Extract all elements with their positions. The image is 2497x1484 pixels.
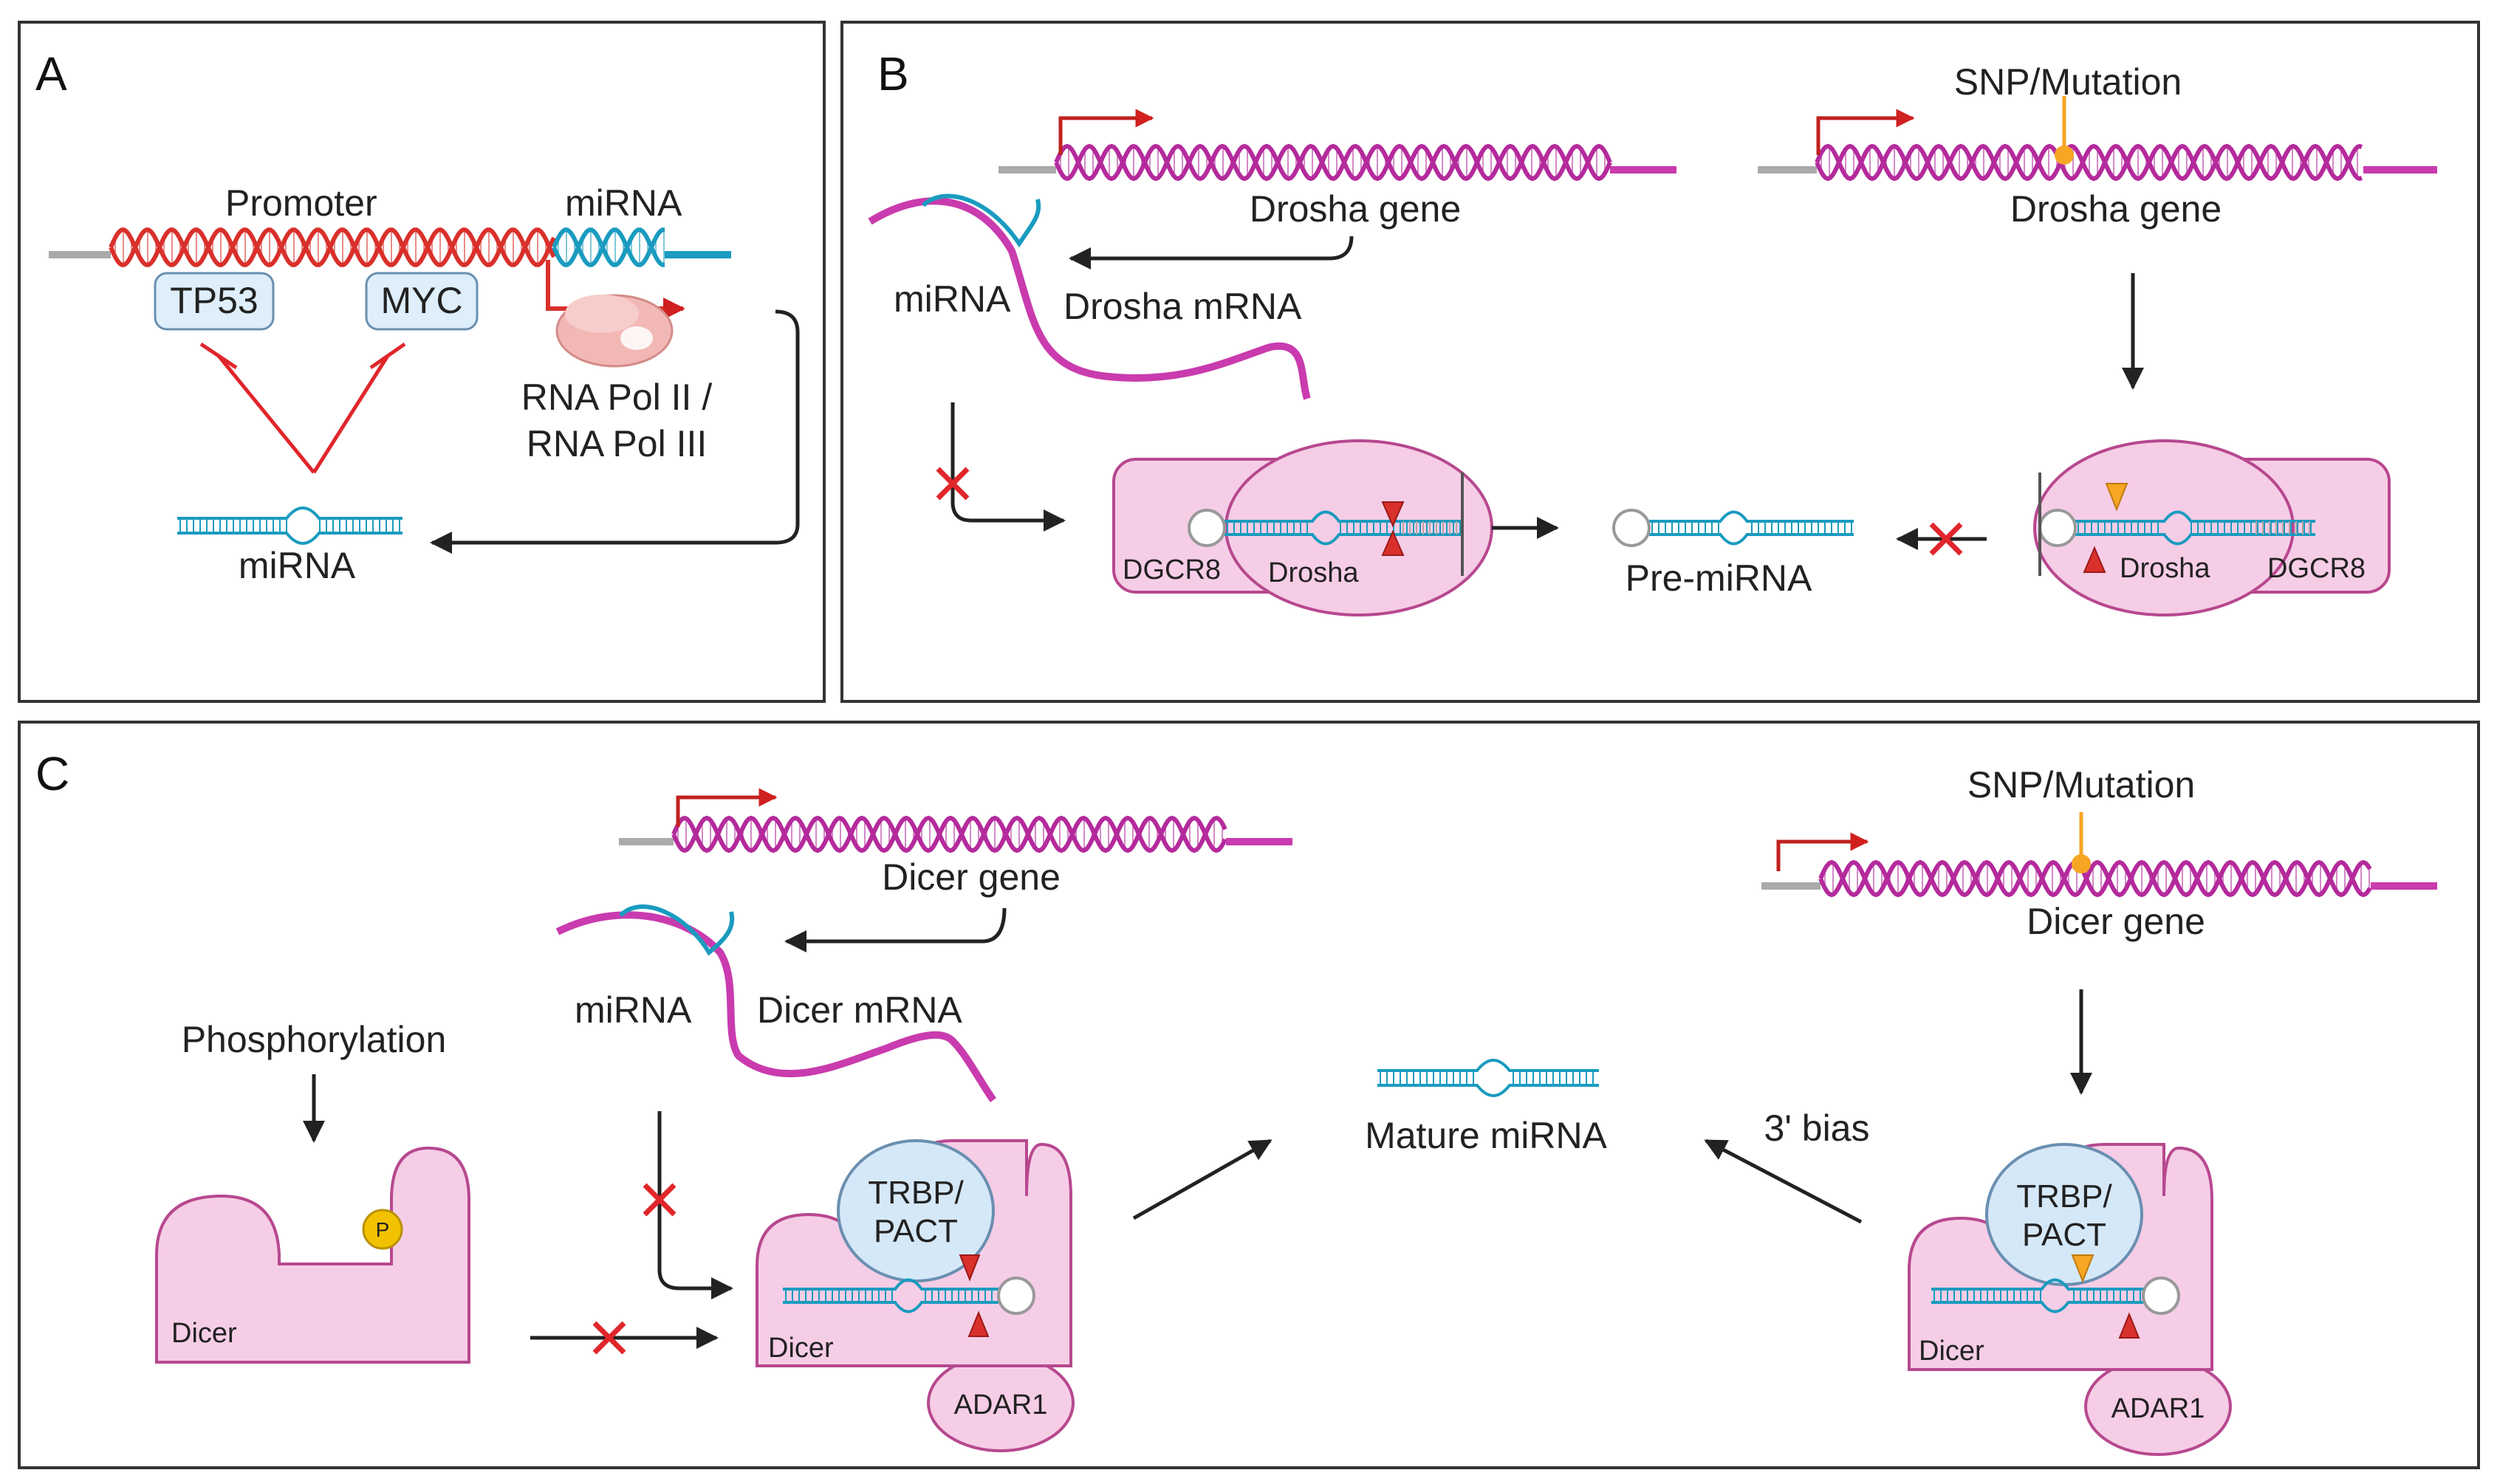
trbp-right-line1: TRBP/ <box>2016 1178 2112 1215</box>
cut-mark-top-dicer-left <box>959 1254 981 1282</box>
tp53-box <box>154 272 275 331</box>
promoter-label: Promoter <box>225 182 377 224</box>
drosha-tss-left <box>1058 109 1154 155</box>
snp-label-b: SNP/Mutation <box>1954 61 2182 103</box>
block-mark-b <box>936 467 970 501</box>
polymerase-line2: RNA Pol III <box>527 423 708 464</box>
promoter-dna-helix <box>109 227 556 267</box>
trbp-right-line2: PACT <box>2022 1217 2106 1253</box>
bias-label: 3' bias <box>1764 1107 1870 1149</box>
dicer-tss-left <box>676 788 778 827</box>
panel-b-border <box>840 21 2480 703</box>
trbp-right-body <box>1985 1143 2143 1286</box>
drosha-gene-helix-right <box>1815 143 2363 182</box>
phospho-mark: P <box>376 1218 390 1241</box>
dicer-tss-right <box>1776 832 1869 871</box>
snp-cut-mark-top-right <box>2105 483 2128 512</box>
drosha-left-label: Drosha <box>1268 557 1359 588</box>
blocked-arrow-mrna <box>657 1111 733 1299</box>
myc-box <box>365 272 479 331</box>
dicer-gene-helix-right <box>1818 859 2372 898</box>
drosha-mrna-label: Drosha mRNA <box>1063 286 1302 327</box>
panel-c-border <box>18 721 2480 1469</box>
dicer-left-label: Dicer <box>768 1333 834 1364</box>
mirna-binding-strand-c <box>618 904 735 956</box>
block-mark-right-b <box>1929 522 1963 556</box>
pre-mirna-label: Pre-miRNA <box>1626 557 1812 599</box>
block-mark-mrna <box>643 1183 677 1217</box>
dgcr8-left-label: DGCR8 <box>1123 554 1221 585</box>
snp-dot-b <box>2055 145 2074 165</box>
pri-mirna-left <box>1188 509 1462 547</box>
dicer-unbound-label: Dicer <box>171 1318 237 1349</box>
phospho-group <box>362 1209 403 1250</box>
mirna-label-b: miRNA <box>894 278 1011 320</box>
gene-to-mrna-arrow-b <box>1069 236 1354 269</box>
trbp-left-line2: PACT <box>874 1213 958 1249</box>
cut-mark-bottom-right <box>2083 546 2106 573</box>
drosha-right-label: Drosha <box>2120 553 2210 584</box>
dicer-right-label: Dicer <box>1919 1336 1984 1367</box>
drosha-left-body <box>1224 439 1493 616</box>
arrow-to-mature-right <box>1704 1138 1863 1224</box>
mirna-gene-label: miRNA <box>565 182 682 224</box>
adar1-right-label: ADAR1 <box>2111 1393 2205 1424</box>
dicer-gene-label-left: Dicer gene <box>882 856 1061 898</box>
snp-dot-c <box>2072 854 2091 873</box>
cut-mark-bottom-dicer-right <box>2118 1312 2140 1339</box>
cut-mark-top-left <box>1381 501 1405 528</box>
panel-a-border <box>18 21 826 703</box>
dicer-unbound-body <box>155 1146 470 1364</box>
mirna-product-label: miRNA <box>239 545 356 586</box>
drosha-gene-label-left: Drosha gene <box>1250 188 1461 230</box>
mature-mirna-label: Mature miRNA <box>1365 1115 1607 1156</box>
transcription-arrow <box>430 309 800 554</box>
inhibition-lines <box>199 342 406 474</box>
dicer-gene-label-right: Dicer gene <box>2027 901 2205 942</box>
tp53-label: TP53 <box>170 280 258 321</box>
blocked-arrow-b <box>950 402 1066 532</box>
panel-c-letter: C <box>35 747 69 800</box>
cut-mark-bottom-dicer-left <box>967 1310 990 1337</box>
drosha-gene-helix-left <box>1054 143 1612 182</box>
trbp-left-line1: TRBP/ <box>868 1175 964 1211</box>
drosha-mrna-strand <box>868 197 1311 400</box>
dgcr8-right-label: DGCR8 <box>2267 553 2366 584</box>
cut-mark-bottom-left <box>1381 529 1405 556</box>
phosphorylation-label: Phosphorylation <box>182 1019 447 1060</box>
pre-mirna-right-dicer <box>1931 1277 2180 1315</box>
pre-mirna-left-dicer <box>783 1277 1035 1315</box>
rna-polymerase-icon <box>555 294 674 368</box>
mirna-gene-helix <box>552 227 665 267</box>
arrow-to-mature-left <box>1132 1138 1273 1220</box>
panel-b-letter: B <box>877 47 909 100</box>
dicer-gene-helix-left <box>671 815 1227 853</box>
block-mark-dicer <box>592 1321 626 1355</box>
mirna-label-c: miRNA <box>575 989 692 1031</box>
dicer-mrna-label: Dicer mRNA <box>757 989 962 1031</box>
mirna-binding-strand-b <box>921 193 1041 248</box>
panel-a-letter: A <box>35 47 67 100</box>
snp-label-c: SNP/Mutation <box>1967 764 2195 805</box>
snp-cut-mark-top-dicer-right <box>2071 1254 2094 1283</box>
myc-label: MYC <box>380 280 462 321</box>
drosha-gene-label-right: Drosha gene <box>2010 188 2222 230</box>
polymerase-line1: RNA Pol II / <box>521 377 713 418</box>
mature-mirna-duplex <box>1377 1059 1599 1097</box>
mirna-duplex-a <box>177 506 403 545</box>
adar1-left-label: ADAR1 <box>954 1389 1048 1421</box>
pre-mirna-hairpin <box>1612 509 1854 547</box>
drosha-tss-right <box>1816 109 1915 155</box>
gene-to-mrna-arrow-c <box>784 907 1007 952</box>
